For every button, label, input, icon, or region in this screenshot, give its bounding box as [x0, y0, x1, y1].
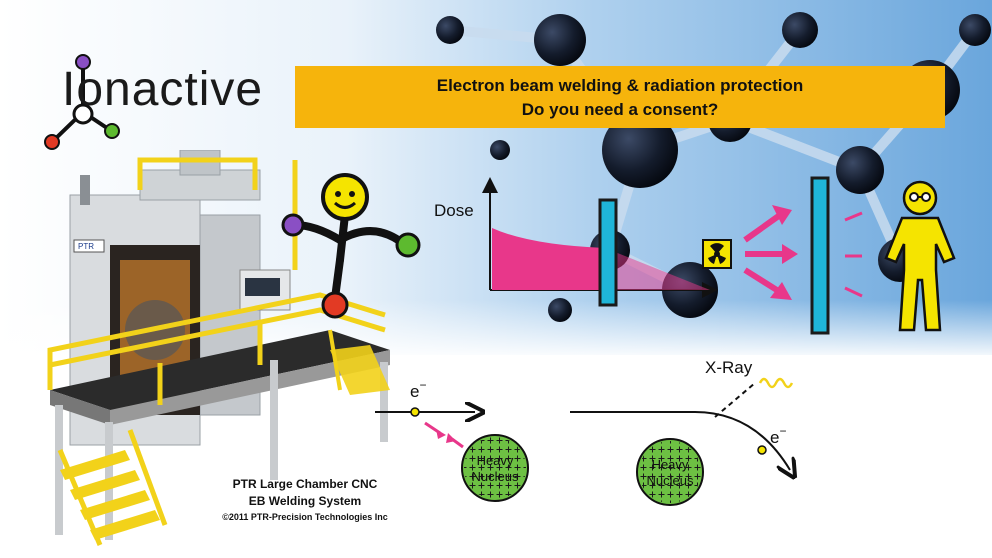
nucleus-label-right-1: Heavy: [652, 457, 689, 472]
dose-shielding-diagram: Dose: [434, 176, 956, 335]
svg-text:PTR: PTR: [78, 242, 94, 251]
caption-line-2: EB Welding System: [248, 494, 362, 508]
logo-wordmark: Ionactive: [62, 63, 264, 116]
mascot-character: [281, 173, 421, 319]
shield-wall: [810, 176, 830, 335]
banner-subtitle: Do you need a consent?: [521, 100, 719, 119]
nucleus-label-left-1: Heavy: [477, 453, 514, 468]
dose-label: Dose: [434, 201, 474, 220]
electron-dot-right: [757, 445, 767, 455]
eb-welding-machine: PTR: [47, 150, 390, 546]
photo-caption: PTR Large Chamber CNC EB Welding System …: [190, 476, 420, 524]
shield-barrier: [598, 198, 618, 307]
electron-label-left: e−: [410, 378, 426, 401]
dose-curve: [492, 228, 605, 290]
electron-label-right: e−: [770, 424, 786, 447]
electron-dot-left: [410, 407, 420, 417]
banner-title: Electron beam welding & radiation protec…: [436, 76, 804, 95]
xray-label: X-Ray: [705, 358, 753, 377]
caption-copyright: ©2011 PTR-Precision Technologies Inc: [222, 512, 388, 522]
nucleus-label-left-2: Nucleus: [472, 469, 519, 484]
ionactive-logo-icon: [44, 54, 120, 150]
caption-line-1: PTR Large Chamber CNC: [232, 477, 378, 491]
bremsstrahlung-diagram: e− Heavy Nucleus X-Ray e− Heavy Nucleus: [375, 358, 820, 506]
xray-wave: [758, 377, 794, 389]
title-banner: Electron beam welding & radiation protec…: [295, 66, 945, 128]
worker-figure: [884, 180, 956, 332]
nucleus-label-right-2: Nucleus: [647, 473, 694, 488]
